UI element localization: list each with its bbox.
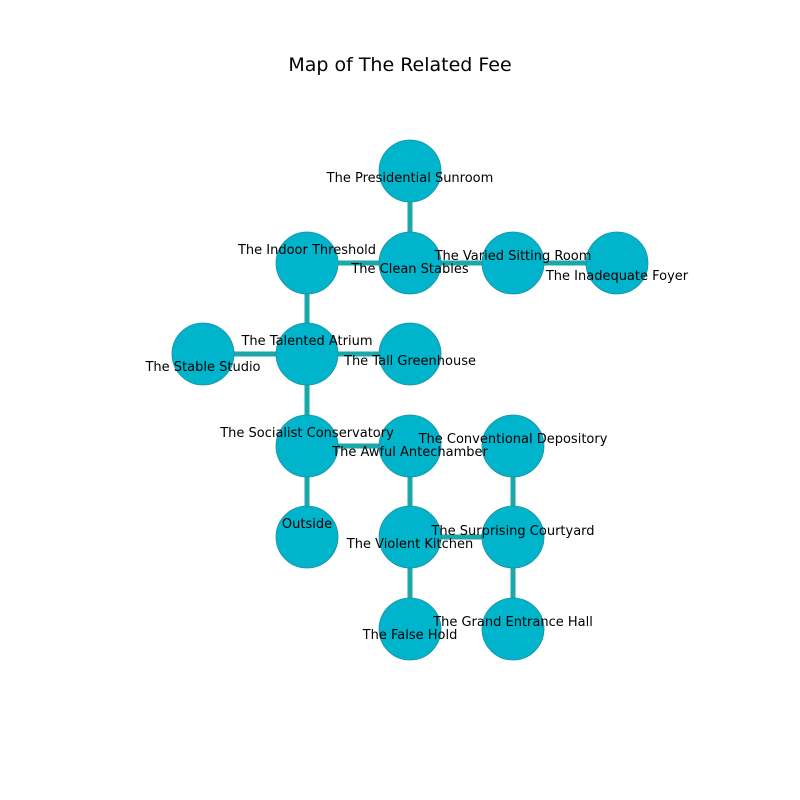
room-node-conventional-depository[interactable]	[481, 414, 545, 478]
room-label-false-hold: The False Hold	[362, 628, 458, 643]
room-label-talented-atrium: The Talented Atrium	[240, 334, 372, 349]
room-node-stable-studio[interactable]	[171, 322, 235, 386]
room-node-presidential-sunroom[interactable]	[378, 139, 442, 203]
room-node-grand-entrance-hall[interactable]	[481, 597, 545, 661]
room-label-inadequate-foyer: The Inadequate Foyer	[545, 269, 689, 284]
room-label-varied-sitting-room: The Varied Sitting Room	[434, 249, 592, 264]
room-node-violent-kitchen[interactable]	[378, 505, 442, 569]
room-node-outside[interactable]	[275, 505, 339, 569]
room-label-clean-stables: The Clean Stables	[350, 262, 469, 277]
room-node-tall-greenhouse[interactable]	[378, 322, 442, 386]
room-node-talented-atrium[interactable]	[275, 322, 339, 386]
room-label-stable-studio: The Stable Studio	[144, 360, 260, 375]
room-node-surprising-courtyard[interactable]	[481, 505, 545, 569]
room-node-indoor-threshold[interactable]	[275, 231, 339, 295]
room-label-grand-entrance-hall: The Grand Entrance Hall	[432, 615, 593, 630]
room-node-inadequate-foyer[interactable]	[585, 231, 649, 295]
room-node-socialist-conservatory[interactable]	[275, 414, 339, 478]
rooms-layer	[171, 139, 649, 661]
room-node-varied-sitting-room[interactable]	[481, 231, 545, 295]
room-node-clean-stables[interactable]	[378, 231, 442, 295]
room-label-socialist-conservatory: The Socialist Conservatory	[219, 426, 394, 441]
room-label-violent-kitchen: The Violent Kitchen	[346, 537, 473, 552]
map-title: Map of The Related Fee	[288, 54, 512, 76]
room-node-awful-antechamber[interactable]	[378, 414, 442, 478]
room-label-awful-antechamber: The Awful Antechamber	[331, 445, 488, 460]
room-label-surprising-courtyard: The Surprising Courtyard	[430, 524, 594, 539]
room-label-presidential-sunroom: The Presidential Sunroom	[326, 171, 494, 186]
room-label-tall-greenhouse: The Tall Greenhouse	[343, 354, 476, 369]
room-node-false-hold[interactable]	[378, 597, 442, 661]
room-label-conventional-depository: The Conventional Depository	[418, 432, 608, 447]
room-label-outside: Outside	[282, 517, 332, 532]
room-label-indoor-threshold: The Indoor Threshold	[237, 243, 376, 258]
